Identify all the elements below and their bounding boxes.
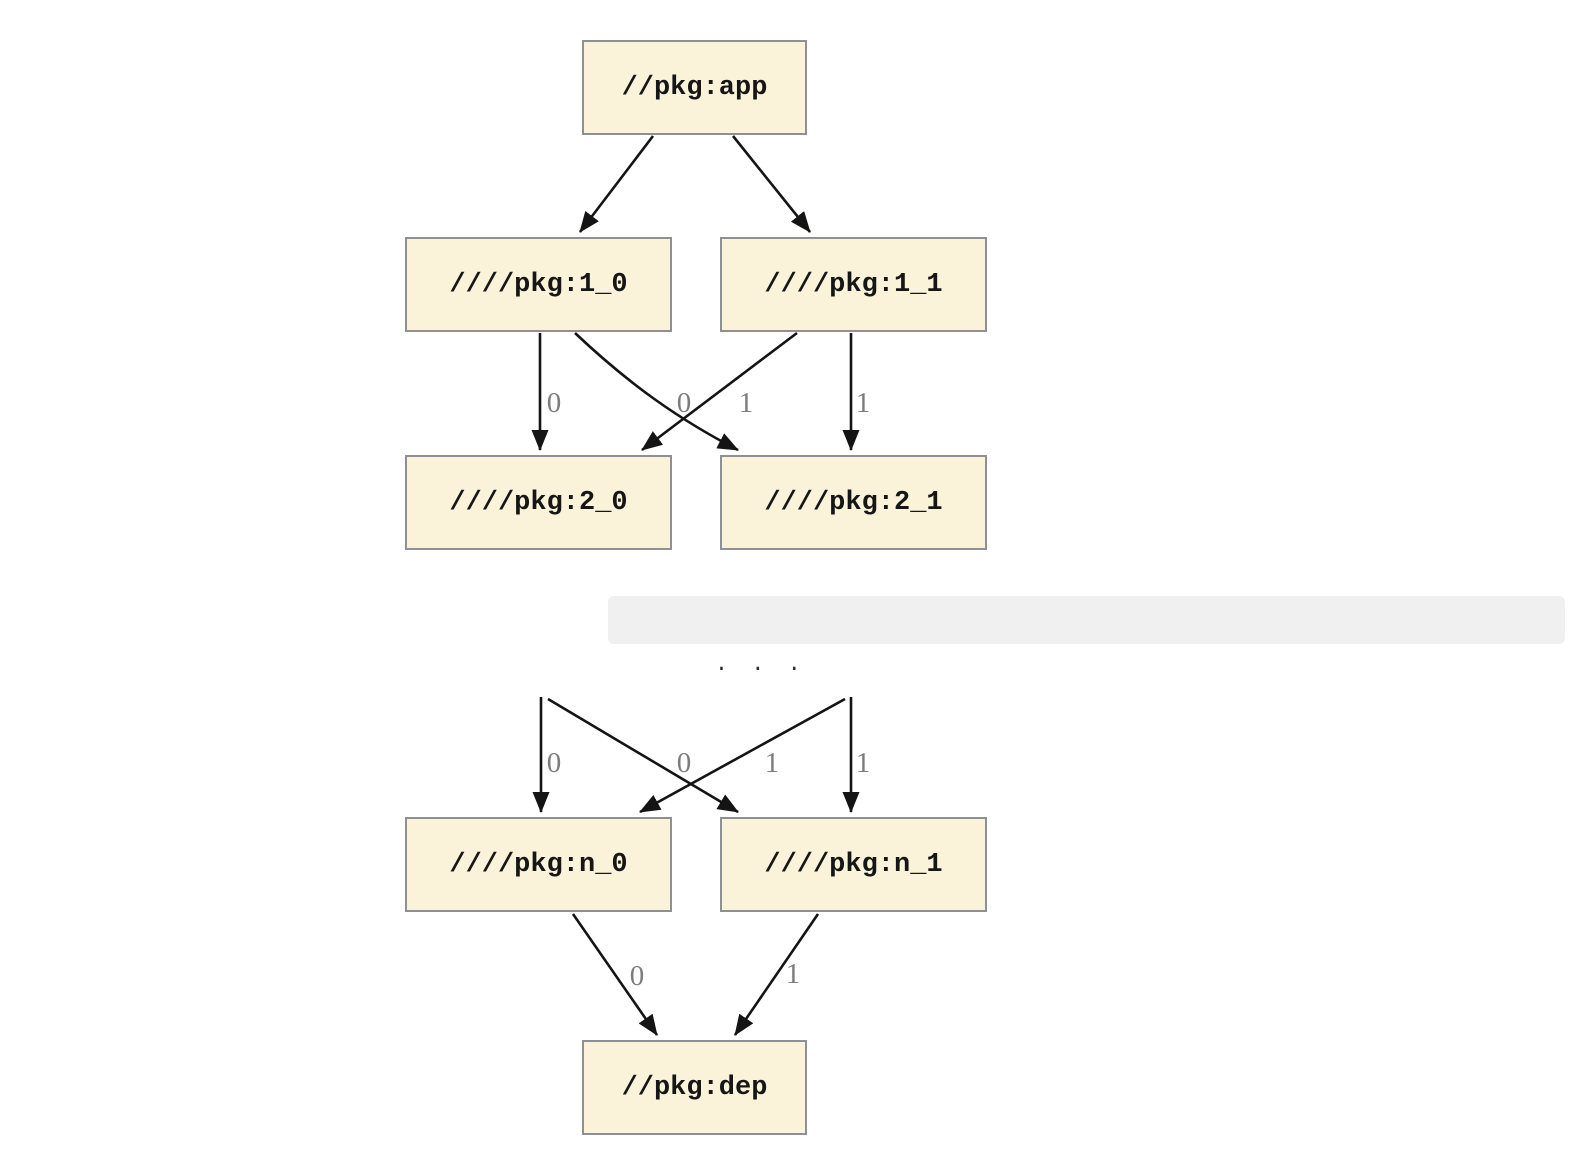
edge-app-to-1-1 xyxy=(731,135,812,233)
node-pkg-1-1-label: ////pkg:1_1 xyxy=(764,269,943,300)
edge-label-hidden-left-to-n-1: 1 xyxy=(765,747,780,779)
node-pkg-app-label: //pkg:app xyxy=(621,72,768,103)
node-pkg-2-1: ////pkg:2_1 xyxy=(720,455,987,550)
edge-label-1-1-to-2-1: 1 xyxy=(856,387,871,419)
node-pkg-1-1: ////pkg:1_1 xyxy=(720,237,987,332)
edge-n-0-to-dep xyxy=(571,913,659,1036)
edge-label-1-1-to-2-0: 0 xyxy=(677,387,692,419)
edge-label-1-0-to-2-1: 1 xyxy=(739,387,754,419)
node-pkg-2-0-label: ////pkg:2_0 xyxy=(449,487,628,518)
node-pkg-app: //pkg:app xyxy=(582,40,807,135)
edge-hidden-right-to-n-0 xyxy=(639,697,846,814)
node-pkg-n-1: ////pkg:n_1 xyxy=(720,817,987,912)
node-pkg-n-1-label: ////pkg:n_1 xyxy=(764,849,943,880)
node-pkg-2-0: ////pkg:2_0 xyxy=(405,455,672,550)
edge-1-0-to-2-1 xyxy=(574,332,739,452)
node-pkg-n-0: ////pkg:n_0 xyxy=(405,817,672,912)
edge-label-hidden-right-to-n-0: 0 xyxy=(677,747,692,779)
edge-app-to-1-0 xyxy=(578,135,655,233)
node-pkg-dep: //pkg:dep xyxy=(582,1040,807,1135)
node-pkg-1-0: ////pkg:1_0 xyxy=(405,237,672,332)
edge-label-1-0-to-2-0: 0 xyxy=(547,387,562,419)
ellipsis-text: . . . xyxy=(714,652,801,677)
edge-1-1-to-2-0 xyxy=(641,331,798,452)
edge-label-hidden-left-to-n-0: 0 xyxy=(547,747,562,779)
node-pkg-2-1-label: ////pkg:2_1 xyxy=(764,487,943,518)
node-pkg-1-0-label: ////pkg:1_0 xyxy=(449,269,628,300)
edge-label-hidden-right-to-n-1: 1 xyxy=(856,747,871,779)
edge-label-n-0-to-dep: 0 xyxy=(630,960,645,992)
ellipsis-code-band: . . . xyxy=(608,596,1565,677)
node-pkg-dep-label: //pkg:dep xyxy=(621,1072,768,1103)
edge-n-1-to-dep xyxy=(733,913,820,1036)
edge-label-n-1-to-dep: 1 xyxy=(786,958,801,990)
edge-hidden-left-to-n-1 xyxy=(547,697,739,814)
node-pkg-n-0-label: ////pkg:n_0 xyxy=(449,849,628,880)
